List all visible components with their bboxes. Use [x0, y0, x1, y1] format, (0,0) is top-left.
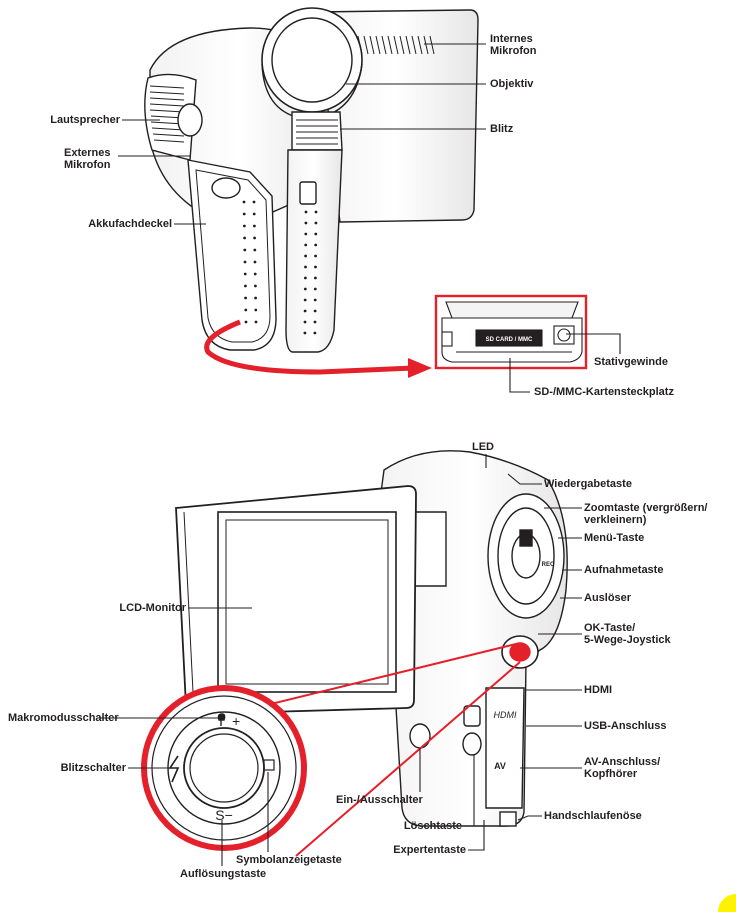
- label-strap-eyelet: Handschlaufenöse: [544, 810, 642, 822]
- label-av-headphone: AV-Anschluss/ Kopfhörer: [584, 756, 661, 780]
- body-dot: [314, 243, 318, 247]
- body-dot: [243, 224, 246, 228]
- label-usb: USB-Anschluss: [584, 720, 667, 732]
- label-lcd-monitor: LCD-Monitor: [119, 602, 186, 614]
- top-camera-illustration: [144, 7, 479, 353]
- battery-cover-dots: [242, 200, 258, 324]
- body-dot: [314, 265, 317, 269]
- body-dot: [244, 320, 248, 324]
- body-dot: [252, 200, 256, 204]
- body-dot: [314, 232, 318, 236]
- label-lens: Objektiv: [490, 78, 534, 90]
- label-flash-switch: Blitzschalter: [60, 762, 126, 774]
- label-hdmi: HDMI: [584, 684, 613, 696]
- label-tripod-socket: Stativgewinde: [594, 356, 668, 368]
- body-dot: [303, 298, 307, 302]
- grip-dots: [303, 210, 318, 335]
- body-dot: [244, 296, 248, 300]
- label-power-switch: Ein-/Ausschalter: [336, 794, 423, 806]
- label-delete-button: Löschtaste: [403, 820, 462, 832]
- label-speaker: Lautsprecher: [50, 114, 120, 126]
- body-dot: [243, 248, 247, 252]
- label-menu-button: Menü-Taste: [584, 532, 645, 544]
- body-dot: [253, 224, 256, 228]
- body-dot: [314, 276, 317, 280]
- body-dot: [304, 265, 307, 269]
- body-dot: [303, 331, 307, 335]
- body-print-av: AV: [494, 761, 506, 771]
- body-dot: [253, 260, 257, 264]
- leader-lines: [100, 43, 621, 866]
- body-dot: [313, 309, 317, 313]
- body-dot: [304, 243, 308, 247]
- body-dot: [253, 236, 256, 240]
- label-expert-button: Expertentaste: [393, 844, 466, 856]
- label-record-button: Aufnahmetaste: [584, 564, 664, 576]
- label-zoom-button: Zoomtaste (vergrößern/ verkleinern): [584, 502, 708, 526]
- zoom-line-lower: [295, 661, 521, 857]
- joystick-plus-mark: +: [232, 713, 240, 729]
- body-dot: [313, 320, 317, 324]
- label-internal-microphone: Internes Mikrofon: [490, 33, 537, 57]
- label-shutter: Auslöser: [584, 592, 632, 604]
- label-playback-button: Wiedergabetaste: [544, 478, 632, 490]
- body-dot: [303, 287, 307, 291]
- body-dot: [244, 308, 248, 312]
- body-dot: [303, 320, 307, 324]
- body-dot: [314, 210, 318, 214]
- body-dot: [243, 272, 247, 276]
- body-dot: [254, 320, 258, 324]
- body-dot: [253, 272, 257, 276]
- bottom-view-arrow: [204, 319, 415, 375]
- label-led: LED: [472, 441, 494, 453]
- mic-grill: [351, 35, 435, 55]
- body-dot: [313, 331, 317, 335]
- body-dot: [313, 287, 317, 291]
- body-print-rec: REC: [542, 562, 555, 568]
- body-dot: [314, 254, 317, 258]
- body-dot: [242, 212, 246, 216]
- label-ok-joystick: OK-Taste/ 5-Wege-Joystick: [584, 622, 671, 646]
- body-dot: [304, 232, 308, 236]
- body-dot: [252, 212, 256, 216]
- body-dot: [253, 248, 257, 252]
- label-card-slot: SD-/MMC-Kartensteckplatz: [534, 386, 674, 398]
- bottom-camera-illustration: [175, 450, 568, 827]
- bottom-view-arrowhead: [408, 358, 432, 378]
- body-dot: [304, 276, 307, 280]
- body-dot: [313, 298, 317, 302]
- corner-mark: [718, 894, 736, 912]
- body-dot: [303, 309, 307, 313]
- label-macro-switch: Makromodusschalter: [8, 712, 119, 724]
- body-dot: [242, 200, 246, 204]
- body-print-hdmi: HDMI: [494, 710, 517, 720]
- body-dot: [254, 308, 258, 312]
- body-dot: [243, 260, 247, 264]
- body-dot: [244, 284, 247, 288]
- label-symbol-display-button: Symbolanzeigetaste: [236, 854, 342, 866]
- label-external-microphone: Externes Mikrofon: [64, 147, 111, 171]
- body-dot: [304, 221, 308, 225]
- label-flash: Blitz: [490, 123, 514, 135]
- bottom-view-detail: [441, 301, 583, 363]
- label-resolution-button: Auflösungstaste: [180, 868, 267, 880]
- joystick-s-mark: S−: [215, 807, 233, 823]
- card-slot-print: SD CARD / MMC: [486, 337, 533, 343]
- body-dot: [314, 221, 318, 225]
- label-battery-cover: Akkufachdeckel: [88, 218, 172, 230]
- body-dot: [254, 284, 257, 288]
- body-dot: [304, 254, 307, 258]
- zoom-line-upper: [229, 643, 517, 715]
- body-dot: [254, 296, 257, 300]
- body-dot: [243, 236, 247, 240]
- body-dot: [304, 210, 308, 214]
